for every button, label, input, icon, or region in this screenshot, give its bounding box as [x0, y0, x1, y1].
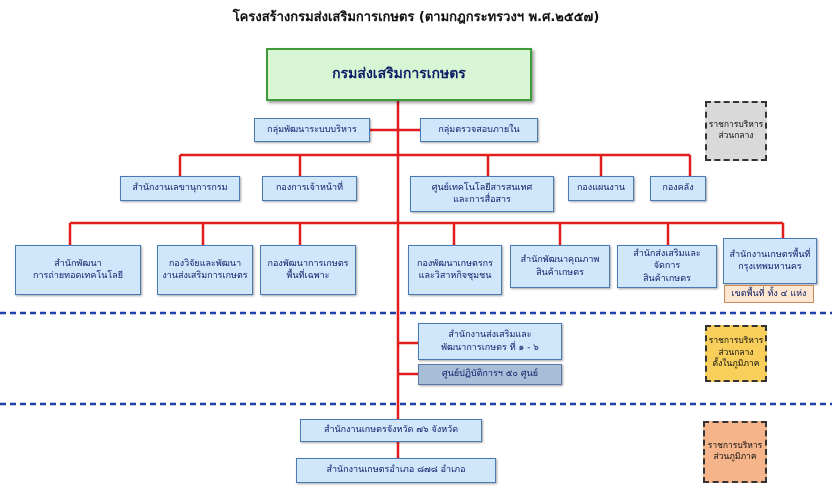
section-dividers: [0, 311, 832, 406]
operation-centers: ศูนย์ปฏิบัติการฯ ๕๐ ศูนย์: [418, 364, 562, 385]
regional-promotion-offices: สำนักงานส่งเสริมและ พัฒนาการเกษตร ที่ ๑ …: [418, 323, 562, 360]
legend-central-administration: ราชการบริหาร ส่วนกลาง: [705, 101, 767, 161]
page-title: โครงสร้างกรมส่งเสริมการเกษตร (ตามกฎกระทร…: [232, 10, 600, 25]
unit-product-management: สำนักส่งเสริมและจัดการ สินค้าเกษตร: [617, 245, 717, 288]
connector-lines: [68, 100, 785, 458]
unit-farmer-enterprise: กองพัฒนาเกษตรกร และวิสาหกิจชุมชน: [408, 245, 502, 295]
unit-special-area-development: กองพัฒนาการเกษตร พื้นที่เฉพาะ: [260, 245, 356, 295]
provincial-agriculture-offices: สำนักงานเกษตรจังหวัด ๗๖ จังหวัด: [300, 419, 482, 442]
bangkok-zones-note: เขตพื้นที่ ทั้ง ๔ แห่ง: [724, 285, 814, 303]
unit-technology-transfer: สำนักพัฒนา การถ่ายทอดเทคโนโลยี: [15, 245, 141, 295]
unit-ict-center: ศูนย์เทคโนโลยีสารสนเทศ และการสื่อสาร: [410, 176, 554, 212]
legend-regional-administration: ราชการบริหาร ส่วนภูมิภาค: [703, 421, 767, 483]
district-agriculture-offices: สำนักงานเกษตรอำเภอ ๘๗๘ อำเภอ: [296, 458, 496, 483]
unit-secretary-office: สำนักงานเลขานุการกรม: [120, 176, 240, 201]
legend-central-in-region: ราชการบริหาร ส่วนกลาง ตั้งในภูมิภาค: [705, 325, 767, 382]
staff-unit-internal-audit: กลุ่มตรวจสอบภายใน: [420, 118, 538, 142]
unit-research-development: กองวิจัยและพัฒนา งานส่งเสริมการเกษตร: [157, 245, 253, 295]
unit-personnel-division: กองการเจ้าหน้าที่: [262, 176, 357, 201]
staff-unit-admin-development: กลุ่มพัฒนาระบบบริหาร: [254, 118, 370, 142]
unit-finance-division: กองคลัง: [650, 176, 706, 201]
unit-bangkok-office: สำนักงานเกษตรพื้นที่ กรุงเทพมหานคร: [723, 238, 817, 284]
unit-product-quality: สำนักพัฒนาคุณภาพ สินค้าเกษตร: [510, 245, 610, 288]
root-department: กรมส่งเสริมการเกษตร: [266, 48, 532, 101]
unit-planning-division: กองแผนงาน: [568, 176, 634, 201]
